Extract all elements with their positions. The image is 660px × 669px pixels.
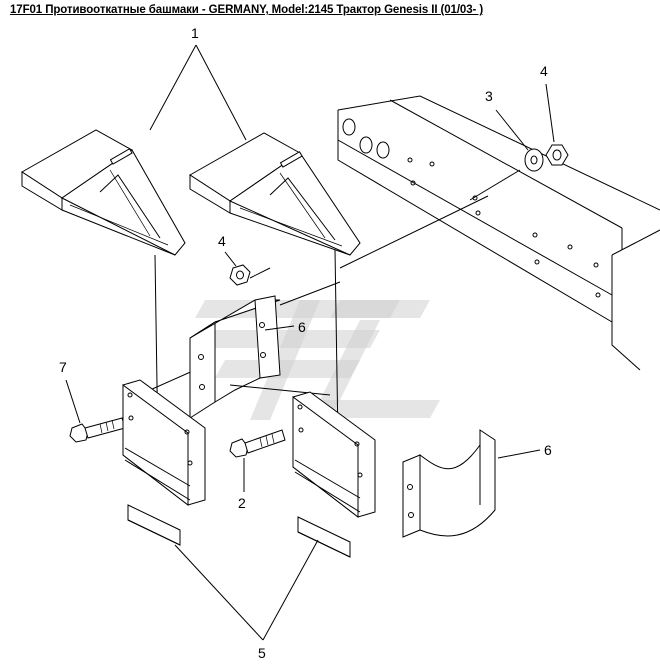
svg-text:6: 6 — [544, 442, 552, 458]
nut-middle — [229, 264, 271, 286]
svg-text:1: 1 — [191, 25, 199, 41]
svg-text:2: 2 — [238, 495, 246, 511]
callout-2: 2 — [238, 458, 246, 511]
svg-text:6: 6 — [298, 319, 306, 335]
callout-6-mid: 6 — [264, 319, 306, 335]
svg-text:5: 5 — [258, 645, 266, 661]
svg-text:4: 4 — [540, 63, 548, 79]
mounting-bracket — [189, 295, 281, 419]
assembly-guide-lines — [149, 195, 489, 451]
bolt-left — [69, 417, 126, 443]
diagram-title: 17F01 Противооткатные башмаки - GERMANY,… — [10, 4, 484, 16]
wheel-chock-middle — [189, 132, 361, 256]
callout-6-right: 6 — [497, 442, 552, 459]
callout-5: 5 — [174, 539, 319, 661]
u-bracket-right — [402, 429, 496, 538]
svg-text:3: 3 — [485, 88, 493, 104]
holder-plate-left — [122, 379, 206, 546]
callout-3: 3 — [485, 88, 529, 151]
wheel-chock-left — [21, 129, 186, 256]
tractor-frame — [337, 95, 660, 371]
washer-nut-assembly — [469, 144, 569, 201]
holder-plate-right — [292, 391, 376, 558]
callout-4-top: 4 — [540, 63, 555, 143]
svg-text:7: 7 — [59, 359, 67, 375]
svg-text:4: 4 — [218, 233, 226, 249]
callout-4-mid: 4 — [218, 233, 237, 267]
callout-1: 1 — [149, 25, 247, 141]
bolt-middle — [229, 429, 286, 458]
callout-7: 7 — [59, 359, 81, 424]
